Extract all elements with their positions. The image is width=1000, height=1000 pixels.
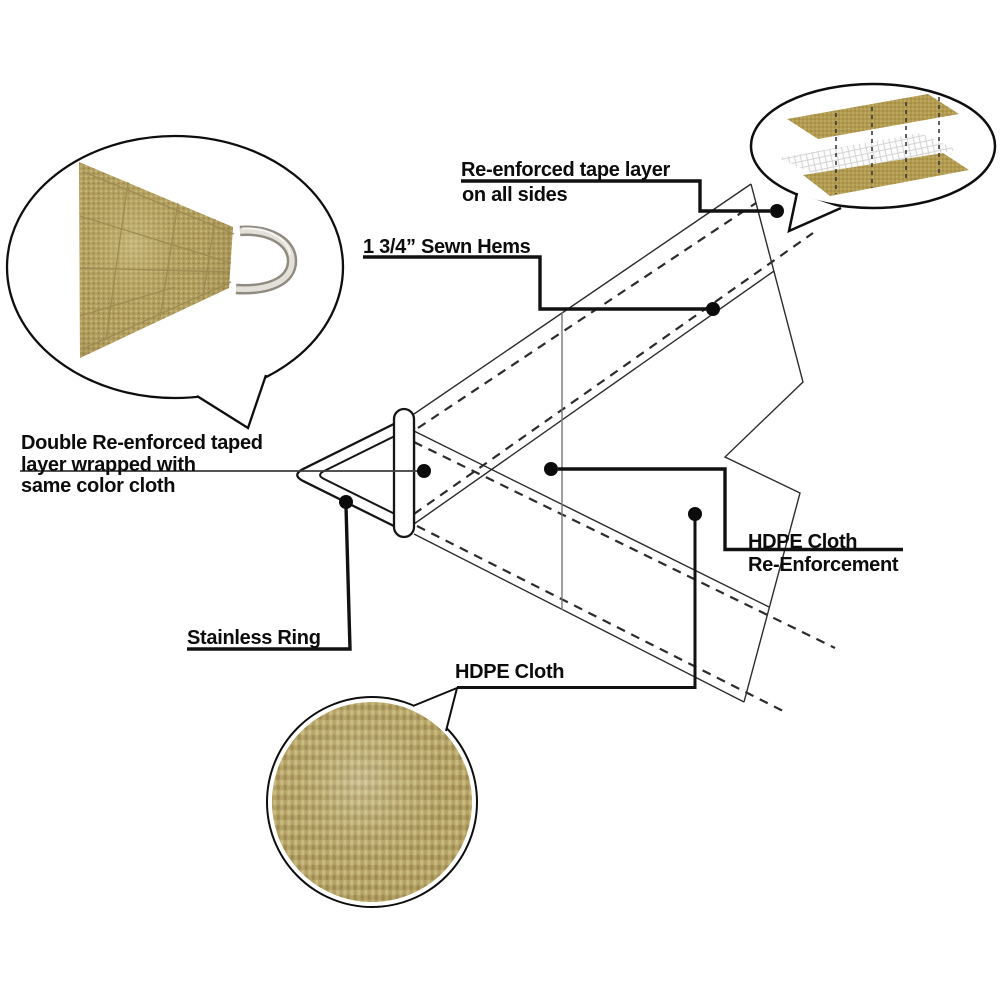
bottom-hem-stitch: [416, 525, 786, 713]
fabric-texture-bubble: [266, 686, 478, 908]
label-double-taped-line3: same color cloth: [21, 475, 176, 497]
callout-dots: [339, 204, 784, 521]
corner-photo-bubble: [5, 134, 345, 430]
stack-guide-lines: [835, 97, 940, 194]
d-ring-icon: [235, 225, 298, 295]
label-double-taped-line1: Double Re-enforced taped: [21, 432, 263, 454]
mesh-layer: [779, 133, 957, 175]
label-double-taped-line2: layer wrapped with: [21, 454, 196, 476]
tape-sheet-top: [787, 94, 959, 139]
stitch-lines: [413, 202, 836, 713]
triangle-ring: [296, 407, 416, 539]
wrap-stitch-upper: [413, 441, 836, 649]
dot-tape-layer: [770, 204, 784, 218]
fabric-corner: [79, 162, 235, 358]
label-hdpe-reinforcement-line2: Re-Enforcement: [748, 554, 899, 576]
quilt-stitches: [79, 171, 235, 349]
dot-hdpe-cloth: [688, 507, 702, 521]
leader-lines: [20, 179, 903, 689]
leader-sewn-hems: [363, 255, 706, 311]
tape-sheet-bottom: [803, 153, 969, 196]
label-tape-layer-line2: on all sides: [462, 184, 568, 206]
dot-stainless-ring: [339, 495, 353, 509]
bubble-tail: [412, 686, 459, 732]
top-hem-stitch: [417, 202, 757, 429]
layers-bubble: [749, 82, 997, 234]
label-tape-layer-line1: Re-enforced tape layer: [461, 159, 671, 181]
leader-hdpe-cloth: [457, 519, 697, 689]
leader-tape-layer: [461, 179, 770, 213]
top-hem-edge: [413, 183, 752, 415]
dot-sewn-hems: [706, 302, 720, 316]
label-hdpe-cloth: HDPE Cloth: [455, 661, 565, 683]
label-sewn-hems: 1 3/4” Sewn Hems: [363, 236, 531, 258]
ring-bar: [392, 407, 416, 539]
label-stainless-ring: Stainless Ring: [187, 627, 321, 649]
wrap-edge-upper: [413, 430, 770, 608]
bubble-tail: [196, 374, 268, 430]
dot-hdpe-reinforcement: [544, 462, 558, 476]
leader-hdpe-reinforcement: [558, 467, 903, 552]
bubble-tail: [787, 192, 842, 234]
torn-edge: [723, 183, 804, 703]
leader-stainless-ring: [187, 505, 352, 651]
sail-outline: [413, 183, 836, 713]
bottom-hem-edge: [413, 533, 745, 703]
wrap-stitch-lower: [413, 232, 814, 515]
dot-double-taped: [417, 464, 431, 478]
label-hdpe-reinforcement-line1: HDPE Cloth: [748, 531, 858, 553]
